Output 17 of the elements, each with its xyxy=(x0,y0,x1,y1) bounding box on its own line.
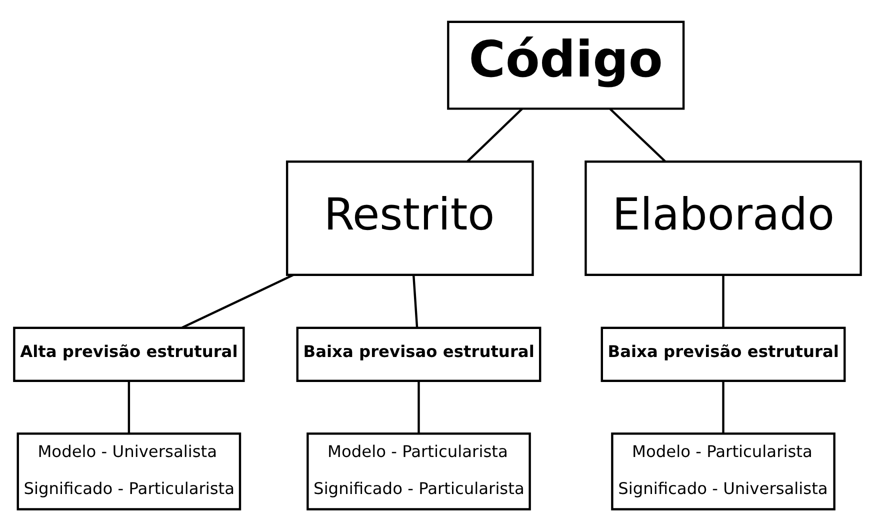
node-box: Elaborado xyxy=(584,160,862,276)
connector xyxy=(609,108,666,162)
node-box: Código xyxy=(447,20,685,110)
node-box: Modelo - Particularista Significado - Particularista xyxy=(306,432,531,510)
node-box: Modelo - Universalista Significado - Particularista xyxy=(16,432,242,510)
node-box: Baixa previsao estrutural xyxy=(296,326,542,382)
connector xyxy=(128,381,130,434)
connector xyxy=(466,108,523,162)
node-box: Alta previsão estrutural xyxy=(13,326,245,382)
node-box: Modelo - Particularista Significado - Universalista xyxy=(611,432,836,510)
node-box: Restrito xyxy=(286,160,534,276)
connector xyxy=(412,274,418,328)
connector xyxy=(182,274,294,329)
connector xyxy=(722,381,724,434)
node-box: Baixa previsão estrutural xyxy=(600,326,846,382)
connector xyxy=(722,275,724,328)
connector xyxy=(418,381,420,434)
